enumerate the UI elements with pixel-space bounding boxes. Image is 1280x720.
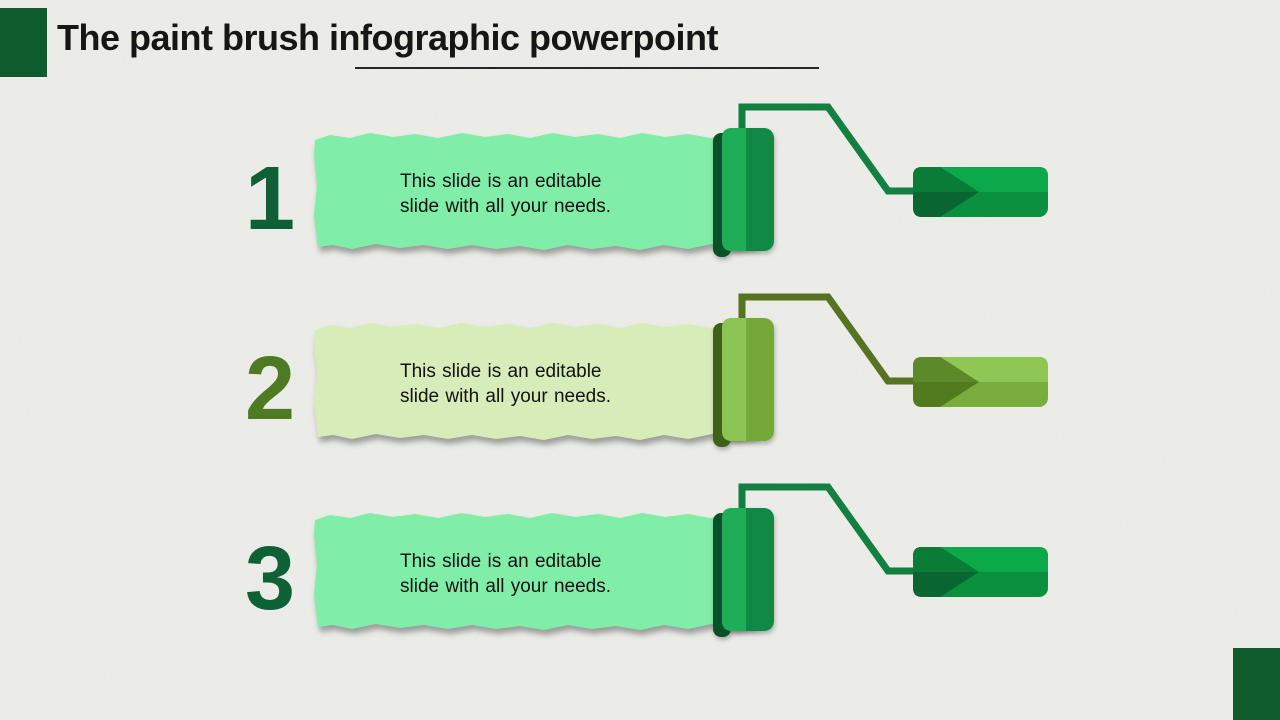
caption-line1: This slide is an editable: [400, 361, 602, 382]
paint-swatch-shape: [314, 323, 757, 440]
roller-grip: [913, 357, 1048, 407]
infographic-row: 3 This slide is an editable slide with a…: [230, 475, 1060, 650]
paint-swatch-shape: [314, 133, 757, 250]
infographic-row: 2 This slide is an editable slide with a…: [230, 285, 1060, 460]
slide-title: The paint brush infographic powerpoint: [57, 17, 718, 58]
caption-line2: slide with all your needs.: [400, 196, 611, 217]
roller-grip: [913, 167, 1048, 217]
caption-line2: slide with all your needs.: [400, 576, 611, 597]
step-caption: This slide is an editable slide with all…: [400, 169, 611, 219]
step-number: 3: [244, 529, 296, 629]
paint-swatch-shape: [314, 513, 757, 630]
roller-handle: [738, 483, 913, 575]
infographic-row: 1 This slide is an editable slide with a…: [230, 95, 1060, 270]
roller-head: [713, 128, 774, 257]
caption-line1: This slide is an editable: [400, 171, 602, 192]
caption-line2: slide with all your needs.: [400, 386, 611, 407]
corner-accent-bottom-right: [1233, 648, 1280, 720]
roller-handle: [738, 103, 913, 195]
roller-head: [713, 318, 774, 447]
caption-line1: This slide is an editable: [400, 551, 602, 572]
paint-roller-graphic: [314, 293, 1048, 447]
paint-roller-graphic: [314, 483, 1048, 637]
step-caption: This slide is an editable slide with all…: [400, 359, 611, 409]
roller-handle: [738, 293, 913, 385]
corner-accent-top-left: [0, 8, 47, 77]
roller-grip: [913, 547, 1048, 597]
step-caption: This slide is an editable slide with all…: [400, 549, 611, 599]
paint-roller-graphic: [314, 103, 1048, 257]
title-underline: [355, 67, 819, 69]
step-number: 1: [244, 149, 296, 249]
roller-head: [713, 508, 774, 637]
step-number: 2: [244, 339, 296, 439]
